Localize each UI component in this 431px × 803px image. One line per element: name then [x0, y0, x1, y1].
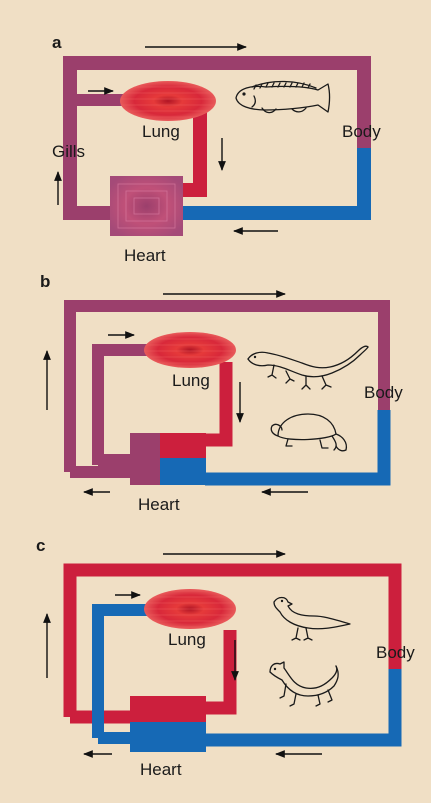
panel-b-heart-mixed	[130, 433, 160, 485]
panel-c-heart-label: Heart	[140, 760, 182, 779]
panel-c-lung-label: Lung	[168, 630, 206, 649]
panel-c-label: c	[36, 536, 45, 555]
panel-a-body-label: Body	[342, 122, 381, 141]
panel-b-heart-label: Heart	[138, 495, 180, 514]
panel-b-label: b	[40, 272, 50, 291]
panel-a-lung-label: Lung	[142, 122, 180, 141]
panel-c-heart-left	[130, 696, 206, 722]
panel-c-body-label: Body	[376, 643, 415, 662]
panel-a-gills-label: Gills	[52, 142, 85, 161]
panel-b-body-label: Body	[364, 383, 403, 402]
panel-b-lung-label: Lung	[172, 371, 210, 390]
panel-b-heart-left	[160, 433, 206, 458]
panel-c-heart-right	[130, 722, 206, 752]
panel-a-heart-label: Heart	[124, 246, 166, 265]
panel-b-heart-right	[160, 458, 206, 485]
panel-a-heart	[110, 176, 183, 236]
panel-a-label: a	[52, 33, 62, 52]
